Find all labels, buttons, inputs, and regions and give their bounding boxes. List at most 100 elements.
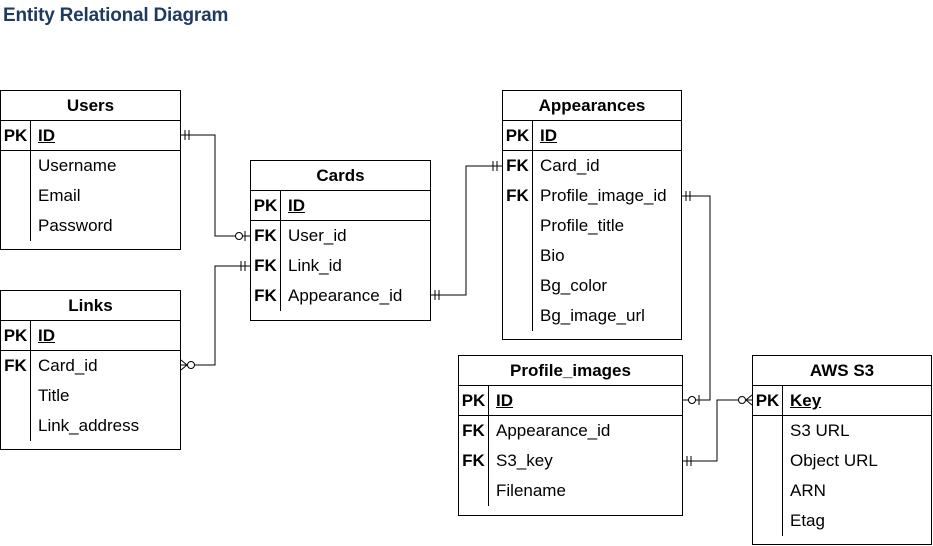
key-label: PK (1, 121, 31, 150)
key-label: FK (459, 446, 489, 476)
entity-aws-s3[interactable]: AWS S3 PK Key S3 URL Object URL ARN Etag (752, 355, 932, 545)
field-name: ID (38, 326, 55, 345)
field-row: Title (1, 381, 180, 411)
field-name: ID (540, 126, 557, 145)
field-row: Link_address (1, 411, 180, 441)
key-label: FK (503, 151, 533, 181)
field-name: Username (38, 156, 117, 175)
key-label (1, 211, 31, 241)
field-name: ID (288, 196, 305, 215)
field-row: S3 URL (753, 416, 931, 446)
key-label: PK (753, 386, 783, 415)
key-label (503, 271, 533, 301)
key-label (753, 446, 783, 476)
field-row: Filename (459, 476, 682, 506)
field-name: Bio (540, 246, 565, 265)
field-row: FK User_id (251, 221, 430, 251)
field-row: Etag (753, 506, 931, 536)
field-row: FK Card_id (1, 351, 180, 381)
entity-title: Appearances (503, 91, 681, 121)
key-label: FK (251, 281, 281, 311)
field-name: ARN (790, 481, 826, 500)
field-name: ID (496, 391, 513, 410)
key-label: PK (251, 191, 281, 220)
entity-title: Cards (251, 161, 430, 191)
field-name: Filename (496, 481, 566, 500)
field-row: Object URL (753, 446, 931, 476)
key-label (1, 151, 31, 181)
relation-cards-appearances (431, 161, 502, 300)
field-row: Email (1, 181, 180, 211)
key-label (459, 476, 489, 506)
key-label: PK (459, 386, 489, 415)
field-name: Link_id (288, 256, 342, 275)
field-name: S3_key (496, 451, 553, 470)
field-row: FK S3_key (459, 446, 682, 476)
key-label (753, 506, 783, 536)
entity-cards[interactable]: Cards PK ID FK User_id FK Link_id FK App… (250, 160, 431, 321)
field-name: Appearance_id (288, 286, 403, 305)
field-row: ARN (753, 476, 931, 506)
relation-links-cards (180, 261, 250, 371)
field-row: FK Appearance_id (251, 281, 430, 311)
field-name: Title (38, 386, 70, 405)
relation-appearances-profile-images (682, 191, 711, 405)
relation-profile-images-s3 (683, 394, 753, 466)
field-name: Bg_image_url (540, 306, 645, 325)
field-name: Link_address (38, 416, 140, 435)
field-name: ID (38, 126, 55, 145)
field-row: Username (1, 151, 180, 181)
field-name: Etag (790, 511, 825, 530)
key-label: FK (251, 221, 281, 251)
entity-title: Links (1, 291, 180, 321)
pk-row: PK ID (251, 191, 430, 221)
field-row: FK Card_id (503, 151, 681, 181)
key-label: FK (459, 416, 489, 446)
entity-title: Profile_images (459, 356, 682, 386)
key-label (1, 381, 31, 411)
pk-row: PK ID (1, 321, 180, 351)
field-name: Object URL (790, 451, 878, 470)
field-name: Email (38, 186, 81, 205)
field-row: Bg_image_url (503, 301, 681, 331)
field-row: Bg_color (503, 271, 681, 301)
key-label: FK (503, 181, 533, 211)
field-row: FK Appearance_id (459, 416, 682, 446)
page-title: Entity Relational Diagram (3, 5, 229, 26)
field-name: Card_id (38, 356, 98, 375)
field-name: User_id (288, 226, 347, 245)
pk-row: PK ID (503, 121, 681, 151)
key-label: FK (251, 251, 281, 281)
entity-title: AWS S3 (753, 356, 931, 386)
key-label (753, 476, 783, 506)
field-name: Bg_color (540, 276, 608, 295)
key-label: FK (1, 351, 31, 381)
pk-row: PK Key (753, 386, 931, 416)
entity-users[interactable]: Users PK ID Username Email Password (0, 90, 181, 250)
field-row: FK Profile_image_id (503, 181, 681, 211)
entity-title: Users (1, 91, 180, 121)
field-name: Card_id (540, 156, 600, 175)
key-label (1, 411, 31, 441)
field-row: Bio (503, 241, 681, 271)
entity-appearances[interactable]: Appearances PK ID FK Card_id FK Profile_… (502, 90, 682, 340)
key-label (503, 301, 533, 331)
relation-users-cards (181, 130, 250, 241)
key-label (753, 416, 783, 446)
entity-links[interactable]: Links PK ID FK Card_id Title Link_addres… (0, 290, 181, 450)
field-name: Appearance_id (496, 421, 611, 440)
field-row: Password (1, 211, 180, 241)
field-name: Password (38, 216, 113, 235)
field-row: Profile_title (503, 211, 681, 241)
entity-profile-images[interactable]: Profile_images PK ID FK Appearance_id FK… (458, 355, 683, 516)
field-name: Profile_title (540, 216, 625, 235)
key-label (503, 211, 533, 241)
field-name: S3 URL (790, 421, 850, 440)
pk-row: PK ID (459, 386, 682, 416)
key-label (1, 181, 31, 211)
field-name: Profile_image_id (540, 186, 667, 205)
field-row: FK Link_id (251, 251, 430, 281)
key-label: PK (503, 121, 533, 150)
key-label (503, 241, 533, 271)
